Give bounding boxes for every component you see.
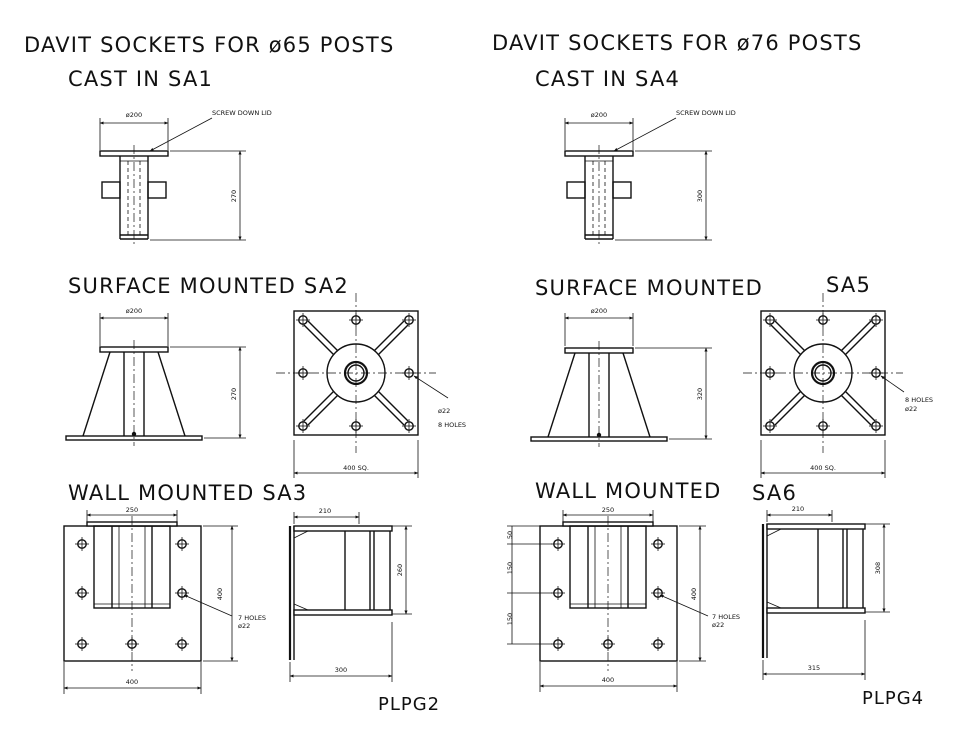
hole-size-label-sa5: ø22	[905, 405, 917, 413]
surface-plan: 400 SQ. ø22 8 HOLES	[276, 293, 466, 478]
right-title: DAVIT SOCKETS FOR ø76 POSTS	[492, 31, 862, 55]
left-wall-label: WALL MOUNTED SA3	[68, 481, 307, 505]
spacing-bot-label: 150	[506, 613, 514, 625]
right-surface-label: SURFACE MOUNTED	[535, 276, 763, 300]
plate-size-label-sa5: 400 SQ.	[810, 464, 836, 472]
cast-height-label-sa4: 300	[696, 190, 704, 202]
spacing-mid-label: 150	[506, 562, 514, 574]
cast-in-elevation: ø200 SCREW DOWN LID 270	[99, 109, 272, 248]
plate-size-label: 400 SQ.	[343, 464, 369, 472]
side-width-label-sa6: 315	[808, 664, 820, 672]
wall-plate-height-label-sa6: 400	[690, 588, 698, 600]
side-depth-label-sa6: 210	[792, 505, 804, 513]
hole-count-label: 8 HOLES	[438, 421, 466, 429]
right-drawing-ref: PLPG4	[862, 688, 924, 709]
wall-side: 210 260 300	[288, 507, 412, 682]
lid-note: SCREW DOWN LID	[212, 109, 272, 117]
left-cast-label: CAST IN SA1	[68, 67, 213, 91]
wall-hole-count-label: 7 HOLES	[238, 614, 266, 622]
wall-plate-width-label: 400	[126, 678, 138, 686]
right-wall-code: SA6	[752, 481, 797, 505]
surface-width-label-sa5: ø200	[591, 307, 607, 315]
hole-size-label: ø22	[438, 407, 450, 415]
surface-width-label: ø200	[126, 307, 142, 315]
left-drawing-ref: PLPG2	[378, 694, 440, 715]
right-wall-label: WALL MOUNTED	[535, 479, 721, 503]
side-height-label-sa6: 308	[874, 562, 882, 574]
wall-hole-count-label-sa6: 7 HOLES	[712, 613, 740, 621]
surface-plan-sa5: 400 SQ. 8 HOLES ø22	[743, 293, 933, 478]
cast-height-label: 270	[230, 190, 238, 202]
surface-elevation-sa5: ø200 320	[530, 307, 712, 448]
wall-width-label-sa6: 250	[602, 506, 614, 514]
side-width-label: 300	[335, 666, 347, 674]
left-surface-label: SURFACE MOUNTED SA2	[68, 274, 349, 298]
cast-in-elevation-sa4: ø200 SCREW DOWN LID 300	[564, 109, 736, 248]
cast-width-label-sa4: ø200	[591, 111, 607, 119]
lid-note-sa4: SCREW DOWN LID	[676, 109, 736, 117]
surface-height-label-sa5: 320	[696, 388, 704, 400]
surface-height-label: 270	[230, 388, 238, 400]
wall-plate-width-label-sa6: 400	[602, 676, 614, 684]
cast-width-label: ø200	[126, 111, 142, 119]
wall-front: 250 400 400 7 HOLES ø22	[64, 506, 266, 694]
side-height-label: 260	[396, 564, 404, 576]
left-title: DAVIT SOCKETS FOR ø65 POSTS	[24, 33, 394, 57]
spacing-top-label: 50	[506, 531, 514, 539]
right-column: DAVIT SOCKETS FOR ø76 POSTS CAST IN SA4 …	[492, 31, 933, 709]
wall-front-sa6: 250 50 150 150 400 400 7 HOLES ø22	[506, 506, 740, 692]
right-surface-code: SA5	[826, 273, 871, 297]
wall-plate-height-label: 400	[216, 588, 224, 600]
wall-width-label: 250	[126, 506, 138, 514]
wall-side-sa6: 210 308 315	[761, 505, 890, 680]
side-depth-label: 210	[319, 507, 331, 515]
right-cast-label: CAST IN SA4	[535, 67, 680, 91]
hole-count-label-sa5: 8 HOLES	[905, 396, 933, 404]
left-column: DAVIT SOCKETS FOR ø65 POSTS CAST IN SA1 …	[24, 33, 466, 715]
surface-elevation: ø200 270	[65, 307, 246, 447]
wall-hole-size-label-sa6: ø22	[712, 621, 724, 629]
wall-hole-size-label: ø22	[238, 622, 250, 630]
